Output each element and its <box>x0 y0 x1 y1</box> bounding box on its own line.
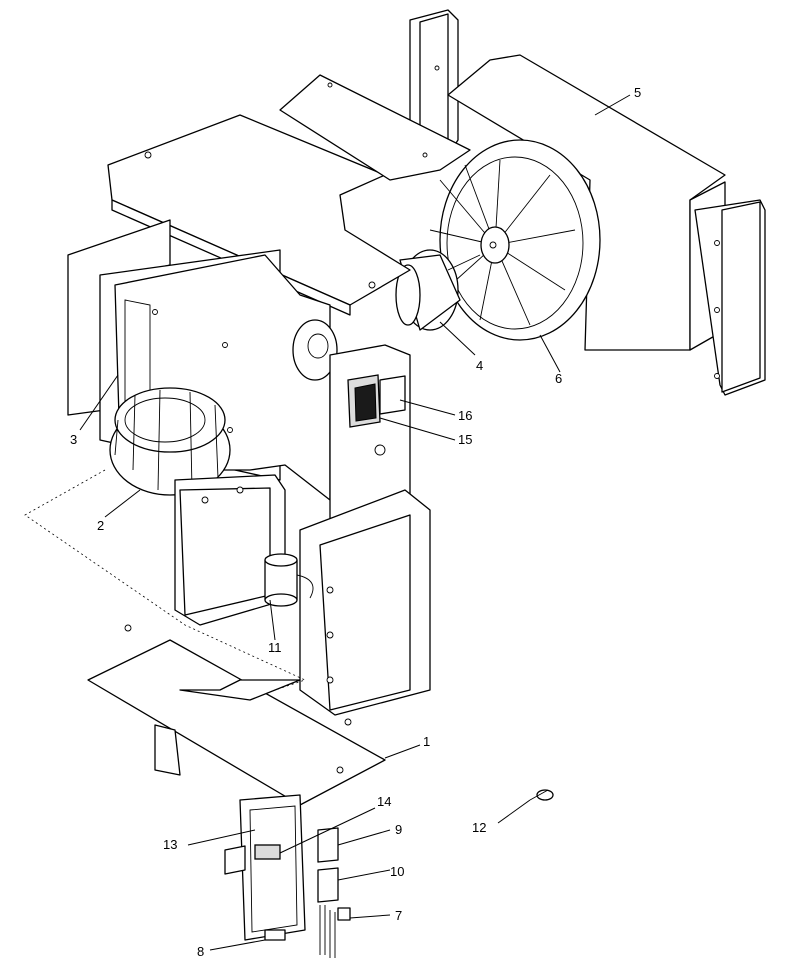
clip-part <box>529 789 554 801</box>
callout-9: 9 <box>395 822 402 837</box>
callout-4: 4 <box>476 358 483 373</box>
callout-11: 11 <box>268 640 282 655</box>
fan-shroud-part <box>409 9 766 396</box>
callout-5: 5 <box>634 85 641 100</box>
callout-1: 1 <box>423 734 430 749</box>
callout-3: 3 <box>70 432 77 447</box>
motor-part <box>395 249 481 331</box>
callout-14: 14 <box>377 794 391 809</box>
switch-bracket-part <box>224 794 351 958</box>
callout-13: 13 <box>163 837 177 852</box>
assembly-outline <box>24 469 307 706</box>
blower-bracket-part <box>174 474 286 626</box>
callout-7: 7 <box>395 908 402 923</box>
fan-blade-part <box>429 139 601 341</box>
callout-8: 8 <box>197 944 204 959</box>
control-panel-part <box>299 344 431 716</box>
capacitor-part <box>264 553 314 607</box>
callout-15: 15 <box>458 432 472 447</box>
callout-12: 12 <box>472 820 486 835</box>
callout-6: 6 <box>555 371 562 386</box>
callout-16: 16 <box>458 408 472 423</box>
callout-2: 2 <box>97 518 104 533</box>
callout-10: 10 <box>390 864 404 879</box>
base-pan-part <box>87 624 386 806</box>
leader-lines <box>79 94 631 951</box>
blower-wheel-part <box>109 387 231 496</box>
